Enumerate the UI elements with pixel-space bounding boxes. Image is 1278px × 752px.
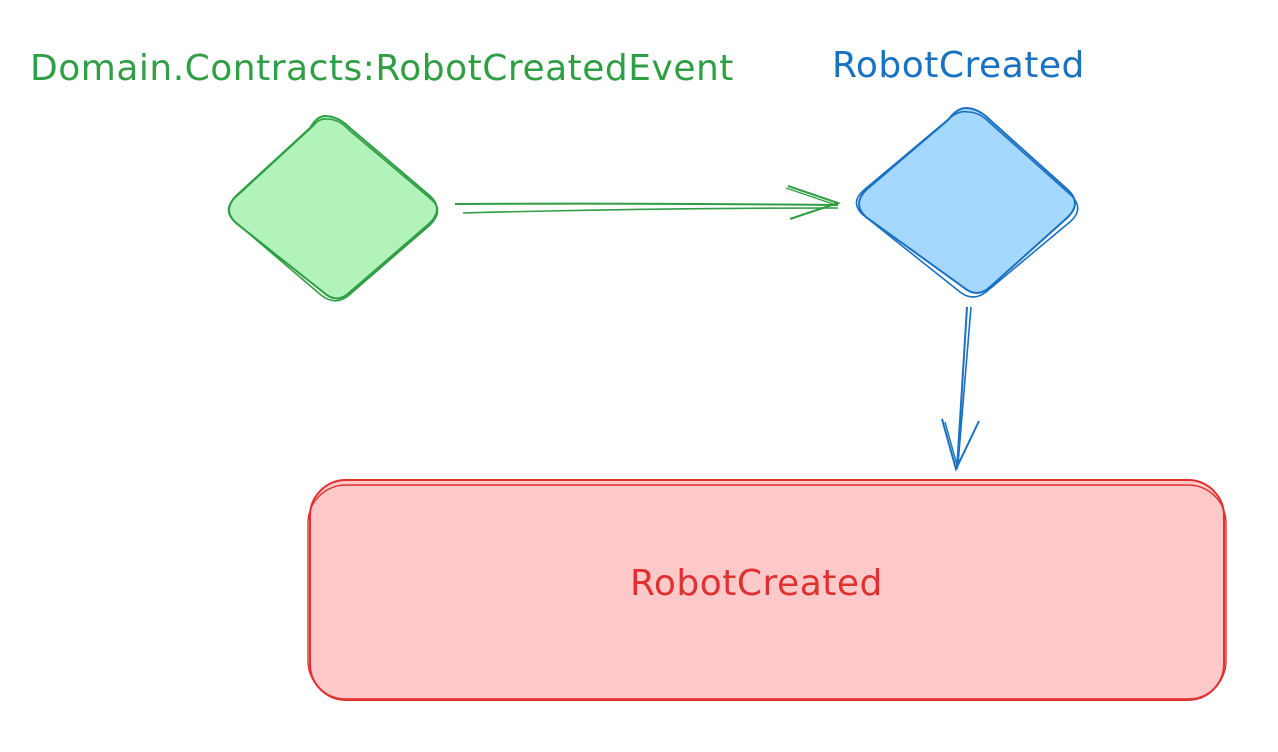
target-label: RobotCreated: [630, 563, 883, 604]
target-rectangle[interactable]: [307, 479, 1227, 701]
edge-handler-to-target[interactable]: [941, 306, 980, 472]
handler-diamond[interactable]: [855, 106, 1079, 298]
edge-source-to-handler[interactable]: [454, 185, 842, 220]
source-event-diamond[interactable]: [227, 114, 439, 302]
handler-label: RobotCreated: [832, 45, 1085, 86]
source-event-label: Domain.Contracts:RobotCreatedEvent: [30, 48, 734, 89]
